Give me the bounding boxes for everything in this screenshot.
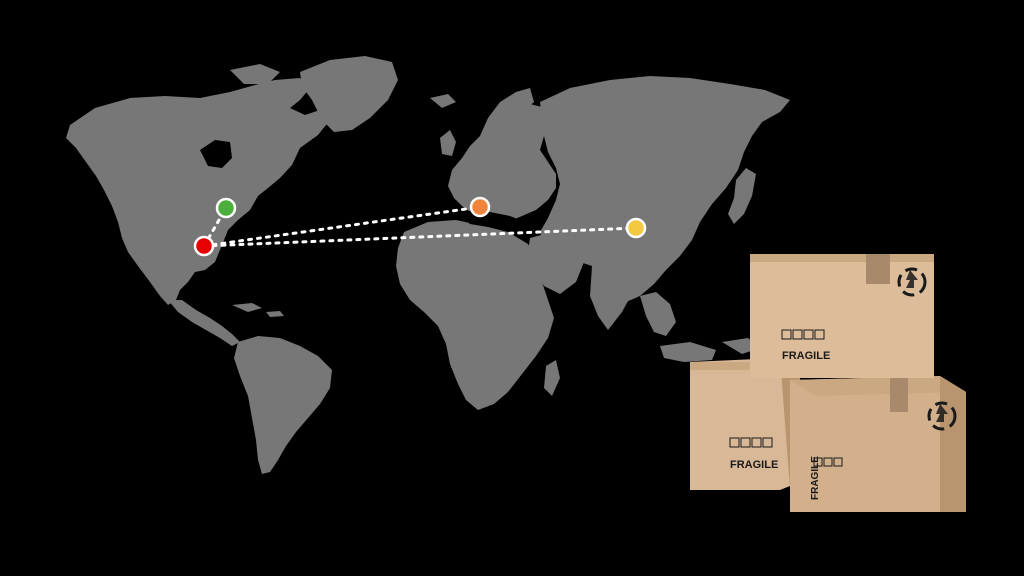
location-marker-north-america-east[interactable]	[215, 197, 237, 219]
cardboard-boxes: FRAGILE FRAGILE	[690, 254, 966, 512]
africa-landmass	[396, 220, 554, 410]
world-map	[66, 56, 790, 474]
handling-icons	[729, 437, 773, 448]
europe-landmass	[448, 104, 556, 224]
box-label-fragile: FRAGILE	[810, 456, 821, 500]
box-label-fragile: FRAGILE	[782, 350, 830, 362]
box-top: FRAGILE	[750, 254, 934, 378]
route-line-to-europe-east	[202, 205, 482, 248]
arabian-peninsula	[528, 232, 584, 294]
greenland-landmass	[300, 56, 398, 132]
handling-icons	[813, 457, 843, 467]
route-line-to-asia-china	[202, 226, 638, 248]
asia-landmass	[540, 76, 790, 302]
location-markers	[193, 196, 647, 257]
north-america-landmass	[66, 78, 330, 305]
central-america-landmass	[168, 300, 240, 346]
japan-landmass	[728, 168, 756, 224]
box-label-fragile: FRAGILE	[730, 459, 778, 471]
location-marker-origin[interactable]	[193, 235, 215, 257]
box-bottom-right: FRAGILE	[790, 376, 966, 512]
handling-icons	[781, 329, 825, 340]
location-marker-europe-east[interactable]	[469, 196, 491, 218]
recycle-icon	[927, 401, 957, 431]
location-marker-asia-china[interactable]	[625, 217, 647, 239]
india-landmass	[590, 262, 634, 330]
recycle-icon	[897, 267, 927, 297]
south-america-landmass	[234, 336, 332, 474]
